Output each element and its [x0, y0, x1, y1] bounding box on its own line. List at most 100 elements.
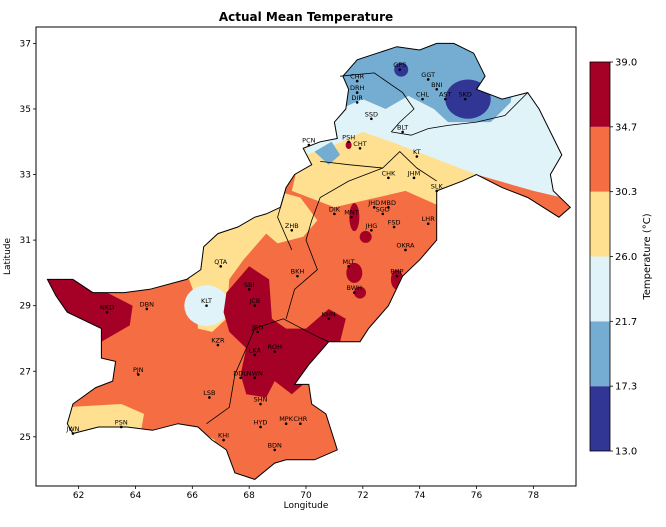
station-label: SHN [254, 396, 268, 404]
station-marker [273, 350, 277, 353]
x-tick-label: 64 [130, 491, 142, 501]
zone-13-17-gps [394, 62, 409, 77]
station-label: BDN [268, 441, 282, 449]
colorbar-tick-label: 21.7 [615, 317, 637, 328]
y-tick-label: 33 [20, 171, 31, 181]
province-border [285, 151, 437, 319]
country-outline [46, 42, 572, 480]
station-label: ROH [267, 343, 282, 351]
station-marker [415, 155, 419, 158]
station-marker [259, 425, 262, 429]
station-label: DIK [329, 205, 341, 213]
station-marker [398, 68, 402, 71]
station-marker [71, 432, 75, 435]
station-label: SLK [431, 182, 444, 190]
colorbar-tick-label: 39.0 [615, 58, 637, 69]
x-axis-label: Longitude [284, 501, 329, 511]
station-mnt: MNT [344, 209, 359, 219]
station-psn: PSN [115, 418, 128, 429]
colorbar-bin [590, 191, 610, 257]
station-jhg: JHG [364, 222, 377, 232]
station-label: KHI [218, 432, 229, 440]
colorbar-tick-label: 26.0 [615, 252, 637, 263]
y-tick-label: 35 [20, 105, 31, 115]
station-label: PSH [342, 133, 355, 141]
station-gps: GPS [393, 61, 406, 71]
station-label: AST [439, 91, 452, 99]
station-marker [222, 438, 225, 442]
station-klt: KLT [201, 297, 212, 307]
station-label: LKA [249, 346, 262, 354]
colorbar-tick-label: 13.0 [615, 447, 637, 458]
zone-34-39-spot [346, 262, 363, 283]
station-marker [208, 396, 211, 399]
station-label: HYD [254, 418, 268, 426]
x-tick-label: 66 [187, 491, 199, 501]
station-label: DRH [350, 84, 365, 92]
station-label: GGT [421, 71, 435, 79]
station-marker [412, 176, 416, 180]
station-label: CHR [350, 73, 364, 81]
colorbar-bin [590, 62, 610, 127]
colorbar-bin [590, 321, 610, 387]
station-label: FSD [388, 218, 401, 226]
station-label: OKRA [396, 241, 415, 249]
station-mbd: MBD [381, 199, 396, 209]
station-jhd: JHD [367, 199, 380, 209]
colorbar: 13.017.321.726.030.334.739.0 [589, 58, 637, 458]
station-marker [284, 422, 288, 426]
station-lhr: LHR [422, 215, 435, 226]
zone-34-39-spot [359, 230, 372, 243]
station-khn: KHN [322, 310, 336, 321]
province-border [391, 92, 528, 136]
y-tick-label: 27 [20, 367, 31, 377]
station-bkh: BKH [291, 268, 305, 278]
station-label: MNT [344, 209, 358, 217]
station-marker [296, 274, 299, 278]
station-label: SBI [244, 281, 255, 289]
station-marker [387, 206, 390, 209]
station-kzr: KZR [211, 337, 225, 347]
map-title: Actual Mean Temperature [219, 10, 393, 24]
station-label: CHL [416, 91, 429, 99]
province-borders [46, 42, 572, 480]
station-drh: DRH [350, 84, 365, 94]
station-chr: CHR [293, 415, 308, 426]
station-marker [327, 317, 331, 321]
colorbar-tick-label: 17.3 [615, 382, 637, 393]
station-sgd: SGD [376, 205, 390, 216]
station-ssd: SSD [365, 110, 378, 121]
station-label: KT [413, 148, 421, 156]
zone-34-39-spot [349, 203, 360, 232]
station-dik: DIK [329, 205, 341, 216]
station-marker [426, 78, 430, 81]
station-marker [381, 212, 385, 216]
station-label: DIR [351, 94, 363, 102]
station-marker [259, 402, 262, 406]
station-mlt: MLT [342, 258, 355, 268]
station-label: DBN [140, 300, 154, 308]
station-marker [355, 101, 359, 104]
province-border [340, 72, 415, 133]
station-label: LSB [203, 389, 215, 397]
station-marker [253, 353, 257, 357]
station-marker [333, 212, 336, 216]
station-marker [443, 97, 447, 101]
zone-34-39-spot [354, 286, 366, 299]
station-ggt: GGT [421, 71, 435, 81]
station-marker [392, 225, 396, 229]
station-label: NKD [100, 304, 114, 312]
station-marker [350, 215, 353, 219]
station-hyd: HYD [254, 418, 268, 429]
station-jbd: JBD [251, 323, 263, 334]
station-nwn: NWN [247, 369, 263, 380]
station-label: BKH [291, 268, 305, 276]
station-label: DDU [233, 369, 248, 377]
colorbar-tick-label: 34.7 [615, 122, 637, 133]
station-label: CHT [353, 140, 366, 148]
station-label: BNI [431, 81, 442, 89]
station-blt: BLT [397, 123, 408, 134]
station-pjn: PJN [133, 366, 144, 376]
